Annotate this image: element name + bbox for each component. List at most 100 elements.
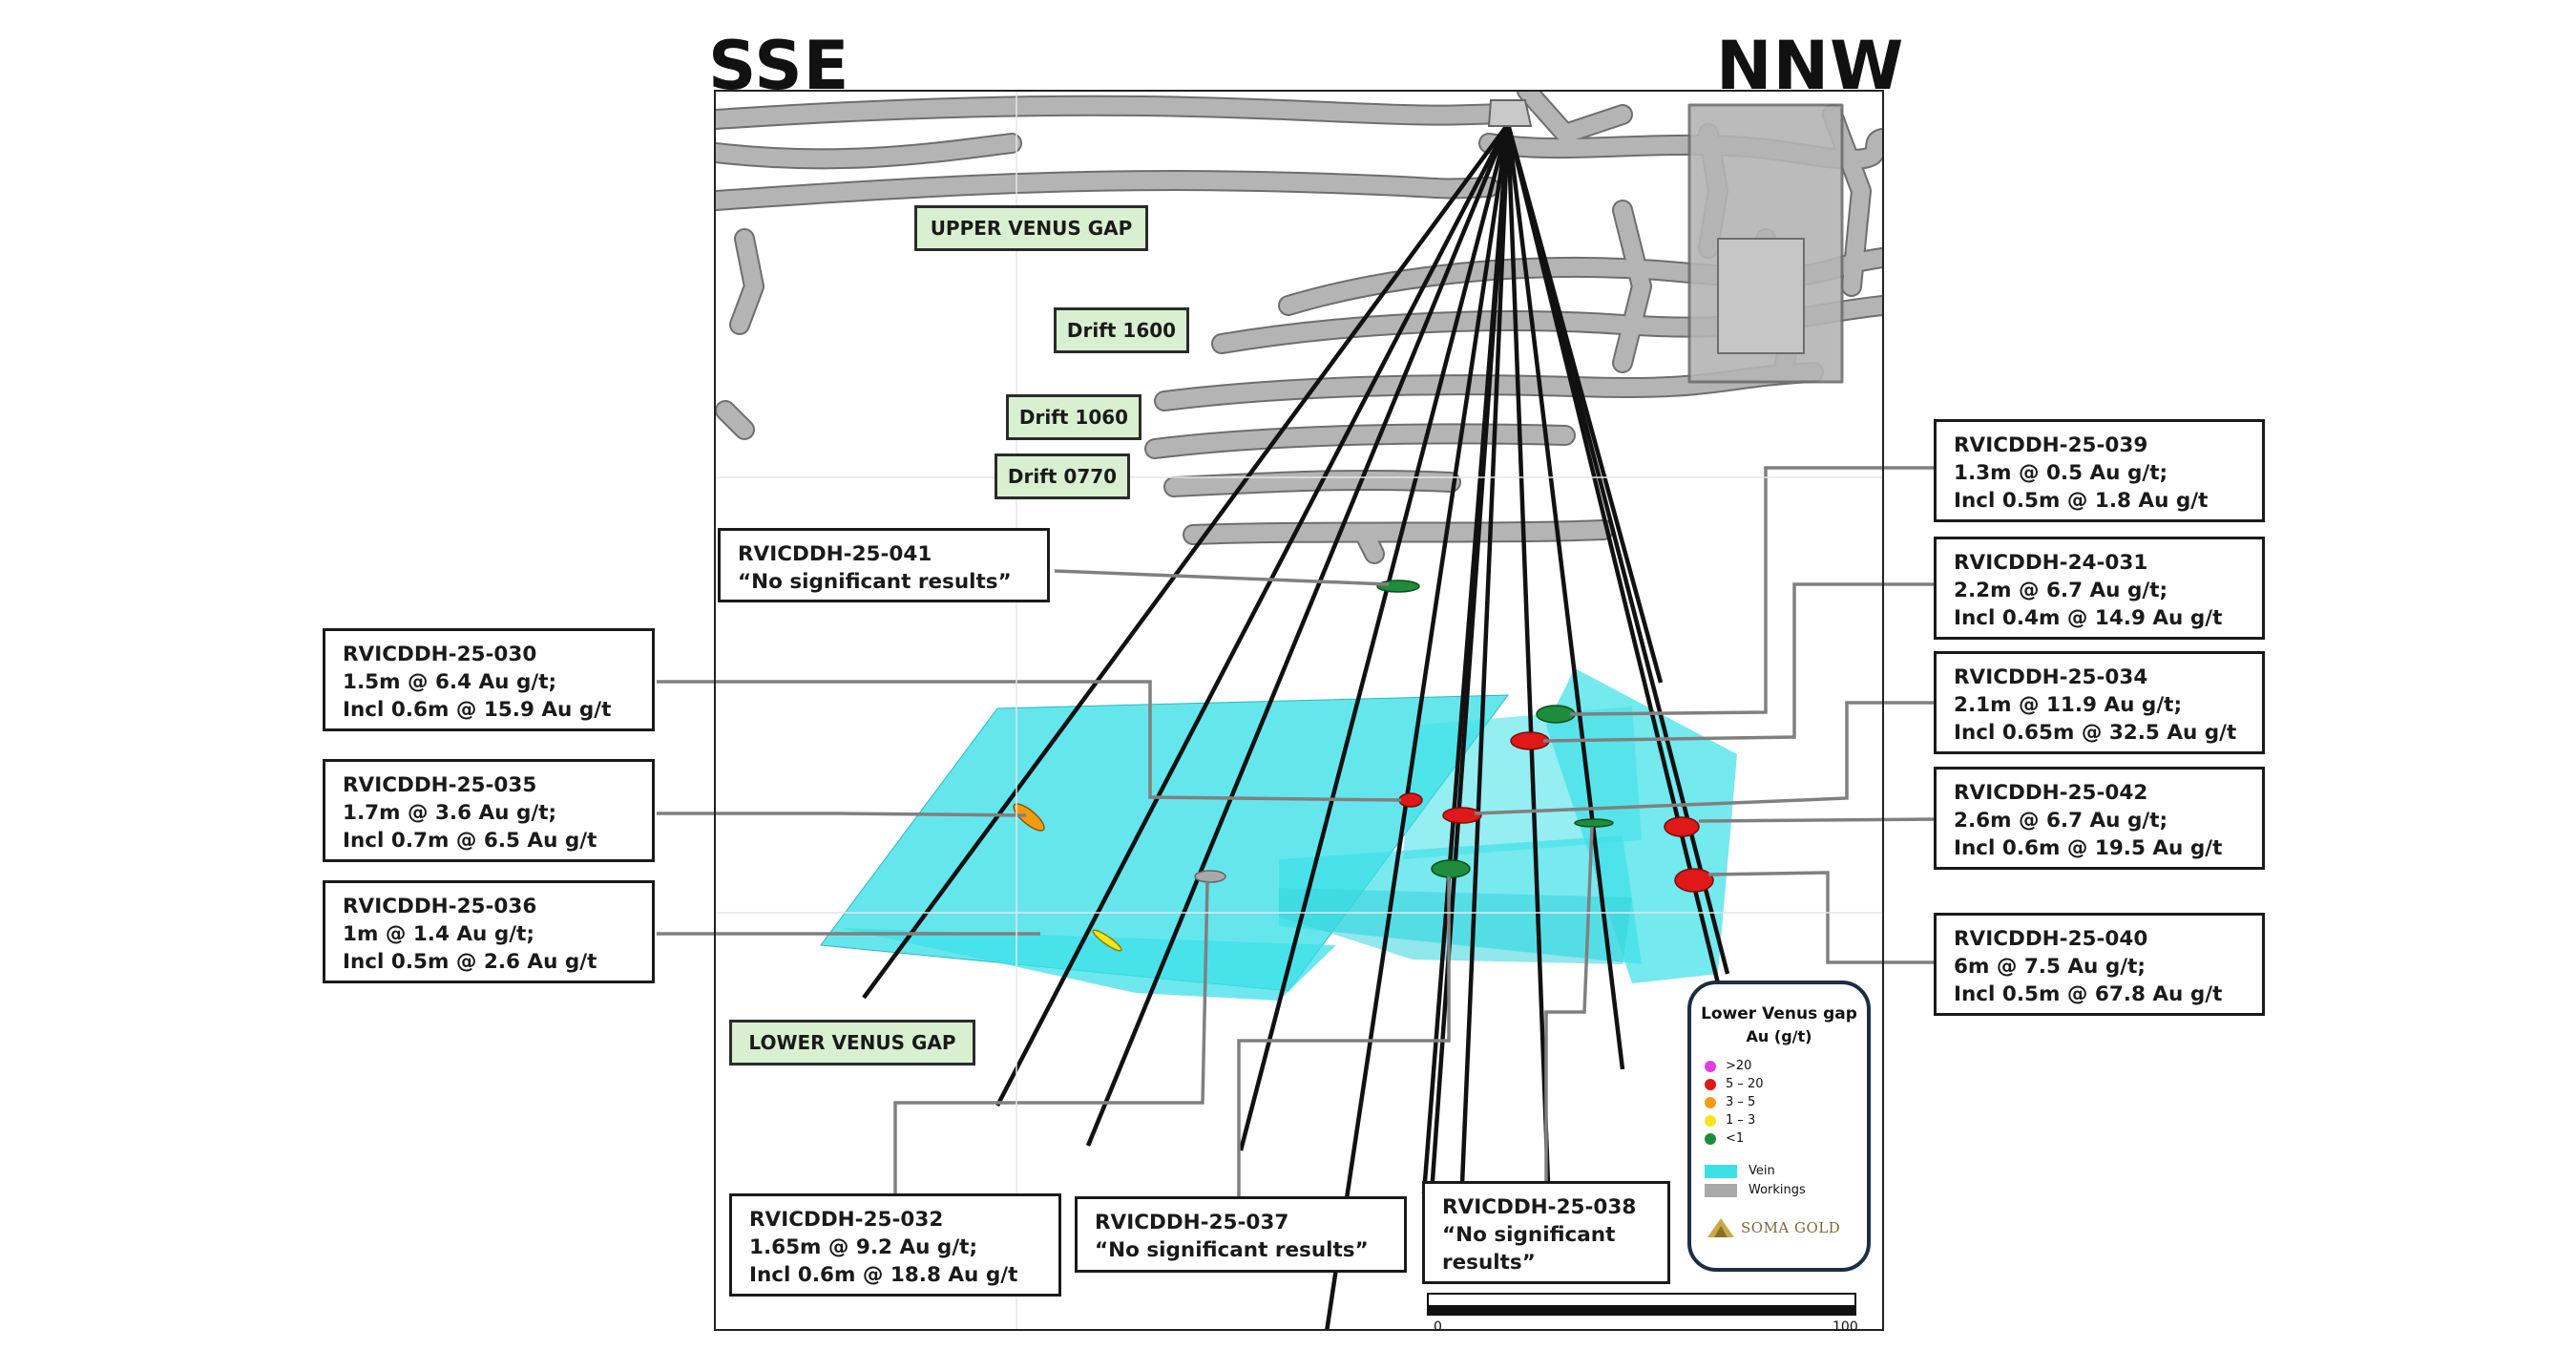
callout-result-line: Incl 0.5m @ 67.8 Au g/t [1954, 982, 2223, 1006]
callout-hole-id: RVICDDH-25-030 [343, 643, 537, 666]
callout-result-line: Incl 0.5m @ 1.8 Au g/t [1954, 489, 2209, 513]
callout-result-line: Incl 0.65m @ 32.5 Au g/t [1954, 721, 2237, 745]
callout-result-line: 1.5m @ 6.4 Au g/t; [343, 670, 557, 694]
intercept-marker [1398, 792, 1423, 808]
scale-start-label: 0 [1434, 1319, 1442, 1335]
logo-mark-icon [1707, 1218, 1734, 1237]
soma-gold-logo: SOMA GOLD [1707, 1217, 1840, 1238]
legend-grade-label: 3 – 5 [1726, 1095, 1756, 1109]
callout-hole-id: RVICDDH-25-037 [1095, 1211, 1289, 1234]
vein-plane-5 [1403, 707, 1642, 859]
grade-dot-icon [1705, 1133, 1716, 1145]
callout-rvicddh-25-032: RVICDDH-25-032 1.65m @ 9.2 Au g/t; Incl … [729, 1193, 1061, 1297]
callout-result-line: Incl 0.6m @ 19.5 Au g/t [1954, 836, 2223, 860]
direction-nnw-label: NNW [1716, 27, 1905, 105]
legend-grade-label: <1 [1726, 1131, 1745, 1146]
callout-result-line: “No significant results” [738, 570, 1012, 594]
intercept-marker [1013, 803, 1045, 832]
vein-planes [820, 668, 1737, 1001]
intercept-marker [1674, 868, 1714, 893]
callout-result-line: results” [1442, 1251, 1536, 1275]
callout-hole-id: RVICDDH-25-034 [1954, 665, 2148, 689]
callout-hole-id: RVICDDH-25-040 [1954, 927, 2148, 951]
leader-line [1698, 817, 1948, 823]
callout-rvicddh-25-034: RVICDDH-25-034 2.1m @ 11.9 Au g/t; Incl … [1934, 651, 2265, 754]
drill-hole-trace [1325, 123, 1511, 1330]
logo-text: SOMA GOLD [1741, 1219, 1841, 1236]
callout-result-line: 2.2m @ 6.7 Au g/t; [1954, 579, 2168, 602]
grade-dot-icon [1705, 1061, 1716, 1072]
drill-hole-trace [1085, 123, 1511, 1147]
callout-result-line: Incl 0.4m @ 14.9 Au g/t [1954, 606, 2223, 630]
intercept-marker [1664, 816, 1700, 837]
legend-grade-row: 5 – 20 [1705, 1077, 1764, 1092]
legend-grade-row: 1 – 3 [1705, 1113, 1755, 1129]
legend-grade-label: 5 – 20 [1726, 1077, 1764, 1091]
callout-result-line: 1.65m @ 9.2 Au g/t; [749, 1235, 978, 1259]
drill-hole-trace [1505, 123, 1664, 684]
callout-result-line: 1m @ 1.4 Au g/t; [343, 922, 534, 946]
callout-rvicddh-25-036: RVICDDH-25-036 1m @ 1.4 Au g/t; Incl 0.5… [323, 880, 655, 983]
scale-bar [1427, 1293, 1856, 1316]
callout-rvicddh-25-035: RVICDDH-25-035 1.7m @ 3.6 Au g/t; Incl 0… [323, 759, 655, 862]
drill-hole-trace [995, 122, 1510, 1107]
callout-rvicddh-25-037: RVICDDH-25-037 “No significant results” [1075, 1196, 1407, 1273]
callout-hole-id: RVICDDH-25-042 [1954, 781, 2148, 805]
legend-grade-row: >20 [1705, 1059, 1751, 1074]
vein-plane-6 [1279, 888, 1632, 964]
intercept-marker [1376, 580, 1420, 593]
callout-result-line: 1.3m @ 0.5 Au g/t; [1954, 461, 2168, 485]
callout-result-line: 6m @ 7.5 Au g/t; [1954, 955, 2146, 979]
workings-tunnels [715, 91, 1883, 564]
callout-result-line: “No significant [1442, 1223, 1616, 1247]
callout-hole-id: RVICDDH-25-035 [343, 773, 537, 797]
legend-grade-row: <1 [1705, 1131, 1744, 1147]
drill-hole-trace [1505, 123, 1551, 1185]
callout-hole-id: RVICDDH-25-041 [738, 542, 932, 566]
drill-hole-trace [1505, 123, 1721, 984]
callout-result-line: 1.7m @ 3.6 Au g/t; [343, 801, 557, 825]
legend-grade-label: >20 [1726, 1059, 1752, 1073]
legend-workings-row: Workings [1705, 1183, 1806, 1198]
leader-line [657, 680, 1402, 802]
leader-lines [657, 466, 1948, 1201]
lower-venus-gap-label: LOWER VENUS GAP [729, 1020, 975, 1065]
drill-hole-trace [1429, 123, 1511, 1194]
intercept-marker [1431, 859, 1471, 878]
callout-result-line: 2.1m @ 11.9 Au g/t; [1954, 693, 2183, 717]
leader-line [893, 882, 1209, 1201]
callout-result-line: Incl 0.7m @ 6.5 Au g/t [343, 829, 597, 853]
leader-line [1707, 871, 1947, 964]
callout-hole-id: RVICDDH-25-038 [1442, 1195, 1637, 1219]
drift-0770-label: Drift 0770 [995, 454, 1130, 499]
drill-hole-trace [1459, 123, 1511, 1185]
legend-grade-row: 3 – 5 [1705, 1095, 1755, 1110]
upper-venus-gap-label: UPPER VENUS GAP [914, 205, 1148, 251]
legend-title: Lower Venus gap [1701, 1004, 1857, 1023]
leader-line [1569, 466, 1947, 716]
drill-hole-trace [862, 122, 1510, 1000]
leader-line [1237, 876, 1451, 1201]
callout-result-line: Incl 0.5m @ 2.6 Au g/t [343, 950, 597, 974]
callout-rvicddh-25-030: RVICDDH-25-030 1.5m @ 6.4 Au g/t; Incl 0… [323, 628, 655, 731]
workings-swatch-icon [1705, 1184, 1737, 1197]
intercept-marker [1536, 705, 1576, 724]
grade-dot-icon [1705, 1079, 1716, 1090]
grade-dot-icon [1705, 1097, 1716, 1108]
drill-hole-trace [1238, 123, 1511, 1151]
leader-line [1054, 569, 1390, 586]
scale-end-label: 100 [1833, 1319, 1858, 1335]
vein-swatch-icon [1705, 1165, 1737, 1178]
callout-hole-id: RVICDDH-25-036 [343, 895, 537, 918]
direction-sse-label: SSE [708, 27, 850, 105]
drill-collar [1487, 99, 1533, 127]
callout-result-line: Incl 0.6m @ 18.8 Au g/t [749, 1263, 1018, 1287]
leader-line [657, 812, 1027, 817]
intercept-marker [1092, 929, 1122, 952]
legend-subtitle: Au (g/t) [1746, 1027, 1812, 1045]
legend-vein-label: Vein [1749, 1164, 1775, 1178]
intercept-marker [1574, 818, 1614, 828]
callout-result-line: “No significant results” [1095, 1238, 1369, 1262]
